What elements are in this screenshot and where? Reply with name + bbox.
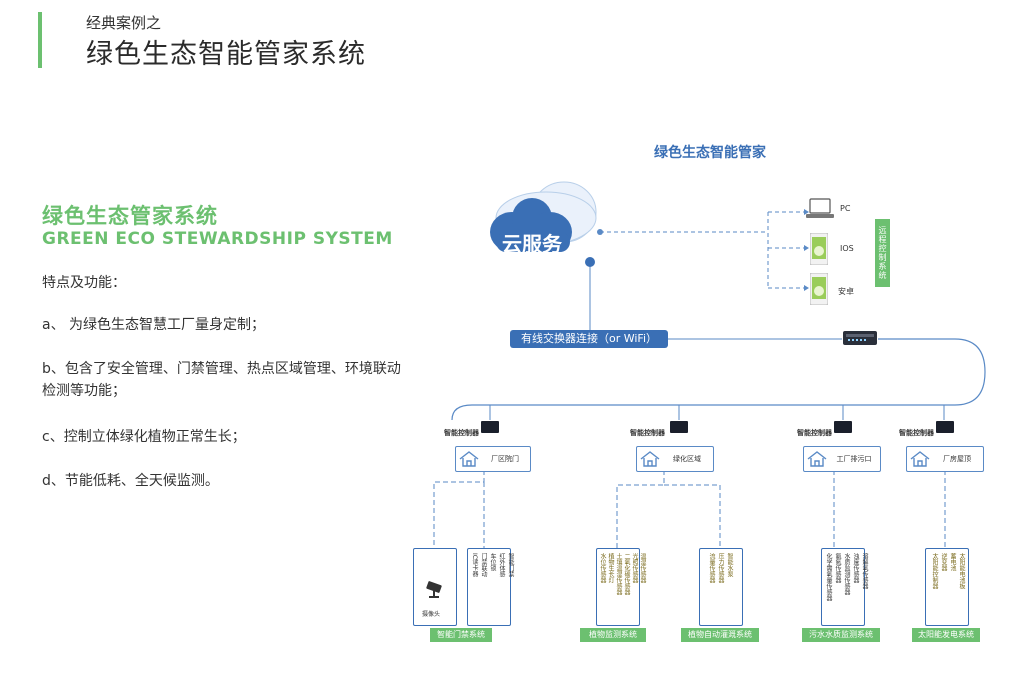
sensor-box-water: 溶解氧传感器 浊度传感器 水质监测传感器 氨氮传感器 化学需氧量传感器: [821, 548, 868, 626]
zone-box: 厂房屋顶: [906, 446, 984, 472]
zone-label: 工厂排污口: [836, 455, 872, 463]
controller-device-icon: [670, 421, 688, 433]
sensor-box-plant: 温湿传感器 光照传感器 二氧化碳传感器 土壤温湿传感器 植物生长灯 水位传感器: [596, 548, 646, 626]
cloud-label: 云服务: [502, 232, 562, 256]
features-heading: 特点及功能：: [42, 275, 126, 291]
house-icon: [910, 451, 930, 467]
switch-connection-label: 有线交换器连接（or WiFi）: [510, 330, 668, 348]
sensor-item: 太阳能控制器: [931, 553, 938, 589]
sensor-item: 氨氮传感器: [834, 553, 841, 583]
header-accent-bar: [38, 12, 42, 68]
sensor-item: 逆变器: [940, 553, 947, 571]
system-label: 污水水质监测系统: [802, 628, 880, 642]
sensor-item: IC读卡器: [471, 553, 478, 577]
feature-item-b: b、包含了安全管理、门禁管理、热点区域管理、环境联动检测等功能；: [42, 361, 401, 399]
house-icon: [459, 451, 479, 467]
zone-box: 厂区院门: [455, 446, 531, 472]
sensor-list: 智能门禁 红外体感 车位锁 门禁联动 IC读卡器: [471, 553, 514, 577]
sensor-box-camera: 摄像头: [413, 548, 457, 626]
sensor-item: 蓄电池: [949, 553, 956, 571]
controller-label: 智能控制器: [797, 429, 832, 437]
controller-device-icon: [834, 421, 852, 433]
laptop-icon: [806, 198, 834, 218]
sensor-item: 光照传感器: [631, 553, 638, 583]
sensor-box-solar: 太阳能电池板 蓄电池 逆变器 太阳能控制器: [925, 548, 969, 626]
sensor-item: 化学需氧量传感器: [825, 553, 832, 601]
sensor-item: 溶解氧传感器: [861, 553, 868, 589]
sensor-item: 二氧化碳传感器: [623, 553, 630, 595]
controller-label: 智能控制器: [899, 429, 934, 437]
sensor-item: 水质监测传感器: [843, 553, 850, 595]
cloud-icon: [490, 181, 597, 252]
sensor-item: 智能门禁: [507, 553, 514, 577]
system-label: 太阳能发电系统: [912, 628, 980, 642]
feature-item-c: c、控制立体绿化植物正常生长；: [42, 429, 246, 445]
system-label: 植物监测系统: [580, 628, 646, 642]
sensor-list: 智能水泵 压力传感器 流量传感器: [708, 553, 733, 583]
sensor-item: 浊度传感器: [852, 553, 859, 583]
sensor-item: 智能水泵: [726, 553, 733, 577]
sensor-caption-camera: 摄像头: [422, 611, 441, 618]
sensor-box-irrigation: 智能水泵 压力传感器 流量传感器: [699, 548, 743, 626]
sensor-list: 溶解氧传感器 浊度传感器 水质监测传感器 氨氮传感器 化学需氧量传感器: [825, 553, 868, 601]
header-subtitle: 经典案例之: [86, 14, 162, 32]
sensor-item: 压力传感器: [717, 553, 724, 583]
controller-device-icon: [936, 421, 954, 433]
house-icon: [807, 451, 827, 467]
sensor-item: 门禁联动: [480, 553, 487, 577]
feature-item-d: d、节能低耗、全天候监测。: [42, 473, 219, 489]
sensor-item: 水位传感器: [599, 553, 606, 583]
page-title: 绿色生态智能管家系统: [86, 39, 366, 70]
house-icon: [640, 451, 660, 467]
phone-icon: [810, 273, 828, 305]
zone-label: 厂区院门: [491, 455, 519, 463]
feature-item-a: a、 为绿色生态智慧工厂量身定制；: [42, 317, 266, 333]
device-label-ios: IOS: [840, 244, 854, 253]
switch-icon: [843, 331, 877, 345]
sensor-item: 植物生长灯: [607, 553, 614, 583]
sensor-box-access: 智能门禁 红外体感 车位锁 门禁联动 IC读卡器: [467, 548, 514, 626]
sensor-list: 温湿传感器 光照传感器 二氧化碳传感器 土壤温湿传感器 植物生长灯 水位传感器: [599, 553, 646, 595]
controller-device-icon: [481, 421, 499, 433]
controller-label: 智能控制器: [630, 429, 665, 437]
phone-icon: [810, 233, 828, 265]
zone-label: 绿化区域: [673, 455, 701, 463]
sensor-list: 太阳能电池板 蓄电池 逆变器 太阳能控制器: [931, 553, 965, 589]
sensor-item: 红外体感: [498, 553, 505, 577]
sensor-item: 温湿传感器: [639, 553, 646, 583]
device-label-pc: PC: [840, 204, 851, 213]
sensor-item: 太阳能电池板: [958, 553, 965, 589]
sensor-item: 流量传感器: [708, 553, 715, 583]
system-title-cn: 绿色生态管家系统: [42, 204, 218, 228]
zone-box: 绿化区域: [636, 446, 714, 472]
system-label: 植物自动灌溉系统: [681, 628, 759, 642]
diagram-title: 绿色生态智能管家: [654, 145, 766, 161]
zone-label: 厂房屋顶: [943, 455, 971, 463]
system-label: 智能门禁系统: [430, 628, 492, 642]
system-title-en: GREEN ECO STEWARDSHIP SYSTEM: [42, 229, 393, 249]
sensor-item: 土壤温湿传感器: [615, 553, 622, 595]
camera-icon: [426, 581, 442, 598]
remote-control-label: 远程控制系统: [875, 219, 890, 287]
controller-label: 智能控制器: [444, 429, 479, 437]
zone-box: 工厂排污口: [803, 446, 881, 472]
device-label-android: 安卓: [838, 287, 854, 296]
sensor-item: 车位锁: [489, 553, 496, 571]
